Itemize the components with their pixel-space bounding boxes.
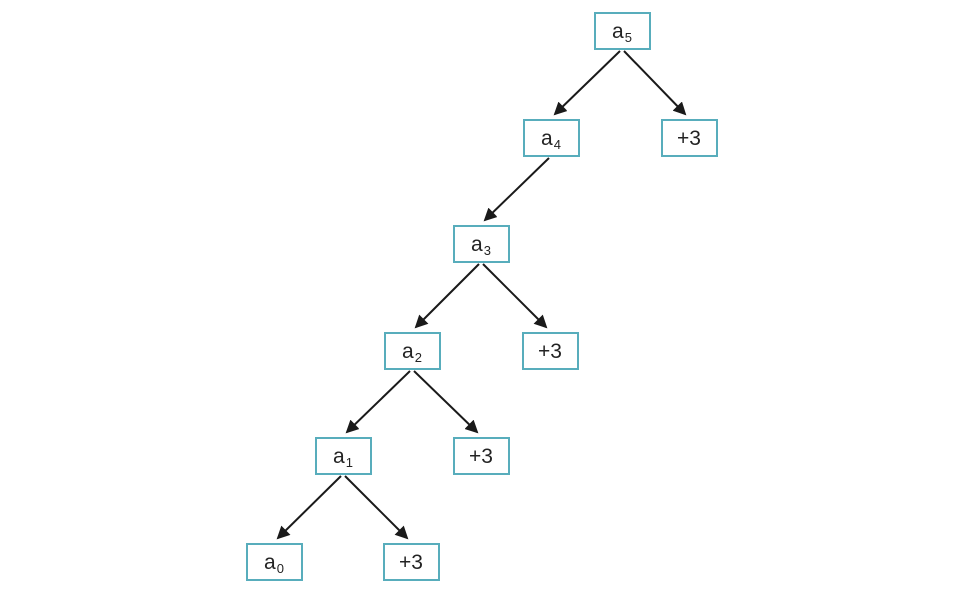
node-label: +3	[399, 550, 423, 574]
node-plus3-2: +3	[521, 332, 579, 370]
node-subscript: 0	[276, 560, 284, 576]
edge-a4-a3	[483, 157, 550, 222]
edge-a1-plus3-4	[344, 475, 409, 540]
node-label: a	[402, 339, 414, 363]
node-label: +3	[677, 126, 701, 150]
edge-a1-a0	[276, 475, 342, 540]
edge-a5-plus3-1	[623, 50, 687, 116]
node-subscript: 5	[624, 29, 632, 45]
node-subscript: 1	[345, 454, 353, 470]
node-subscript: 4	[553, 136, 561, 152]
node-plus3-4: +3	[382, 543, 440, 581]
node-label: +3	[469, 444, 493, 468]
edge-a2-plus3-3	[413, 370, 479, 434]
edge-a5-a4	[553, 50, 621, 116]
node-subscript: 2	[414, 349, 422, 365]
node-label: a	[264, 550, 276, 574]
node-label: a	[333, 444, 345, 468]
node-label: a	[541, 126, 553, 150]
edge-a3-plus3-2	[482, 263, 548, 329]
node-plus3-1: +3	[660, 119, 718, 157]
edge-a2-a1	[345, 370, 411, 434]
node-label: a	[612, 19, 624, 43]
node-label: a	[471, 232, 483, 256]
node-subscript: 3	[483, 242, 491, 258]
node-label: +3	[538, 339, 562, 363]
edge-a3-a2	[414, 263, 480, 329]
node-plus3-3: +3	[452, 437, 510, 475]
